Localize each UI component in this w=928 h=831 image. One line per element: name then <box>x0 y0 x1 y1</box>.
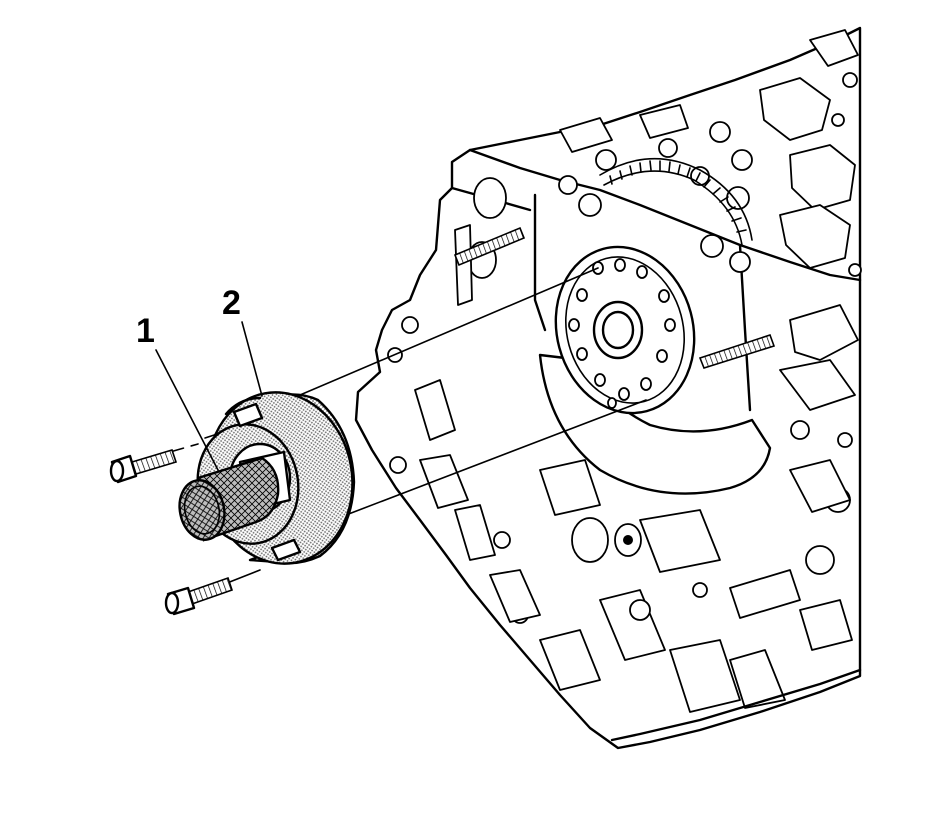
stud-icon <box>453 226 776 369</box>
callout-label-1: 1 <box>136 312 155 350</box>
knurled-handle-icon <box>178 450 292 542</box>
crankshaft-flange-icon <box>538 245 772 495</box>
callout-label-2: 2 <box>222 284 241 322</box>
callout-1: 1 <box>136 312 219 471</box>
bolt-icon <box>109 449 234 616</box>
callout-2: 2 <box>222 284 263 397</box>
